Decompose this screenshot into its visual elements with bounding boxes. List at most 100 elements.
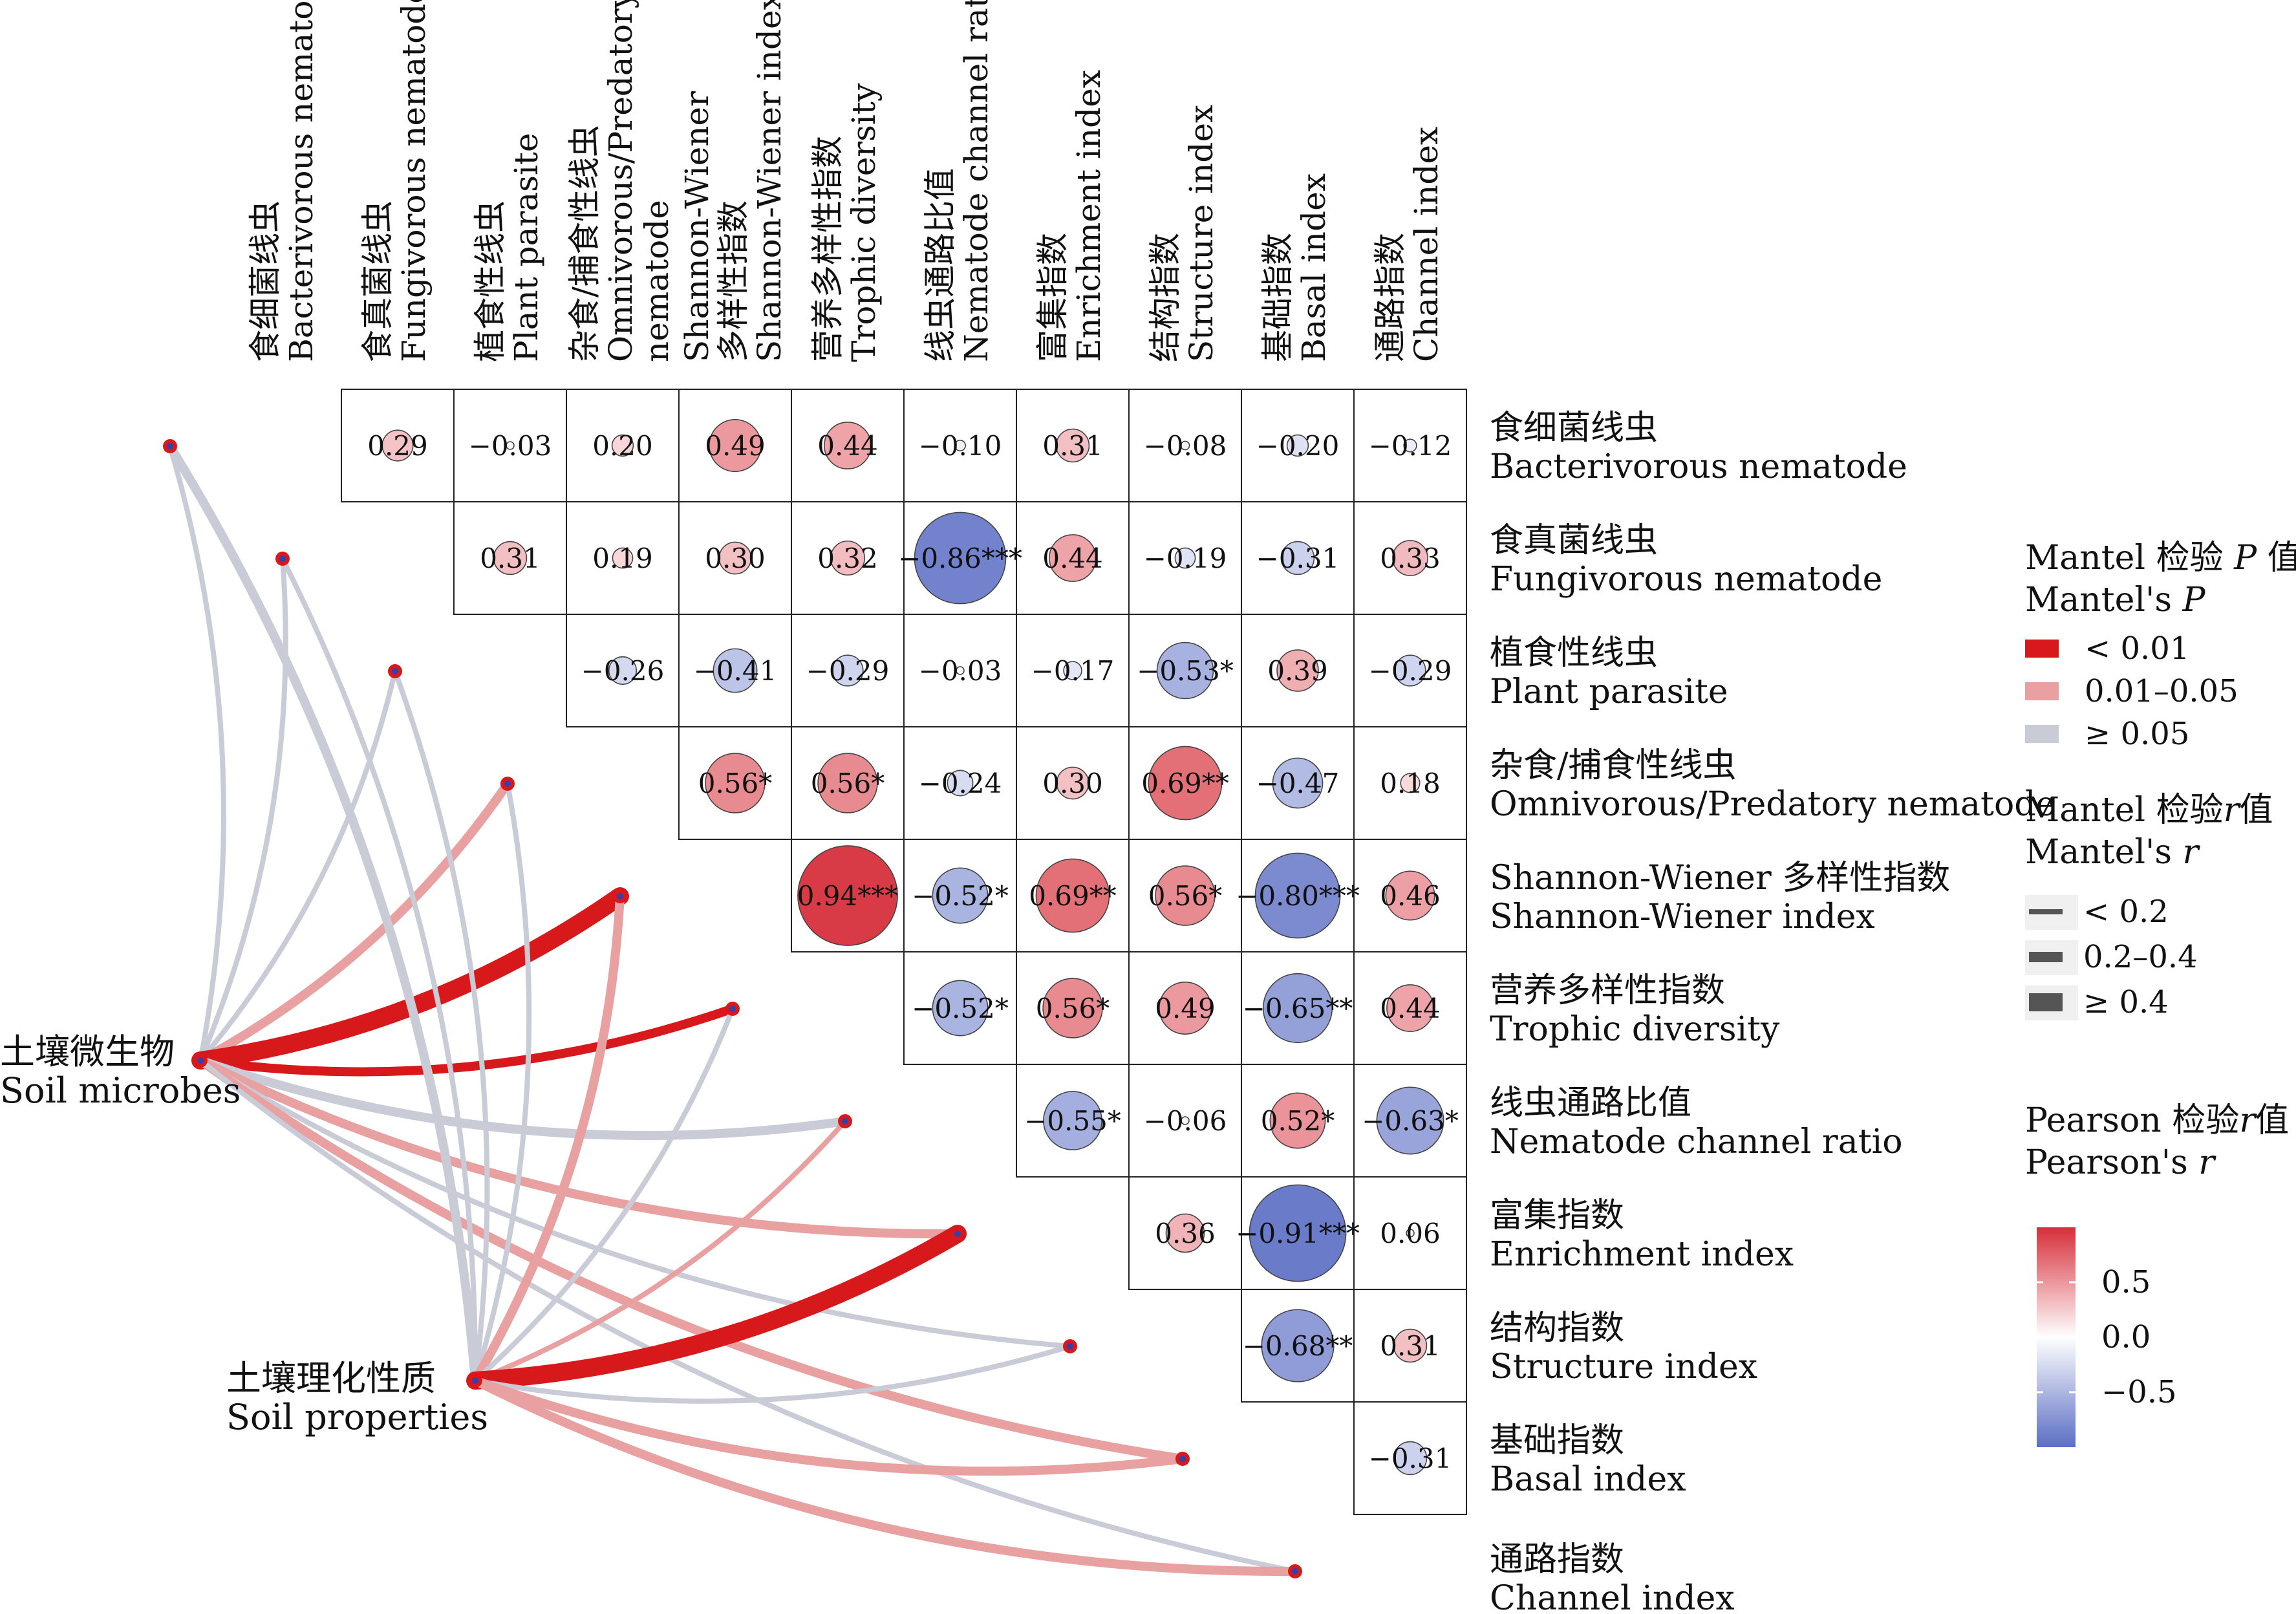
- column-label: Plant parasite: [508, 133, 545, 363]
- correlation-value: −0.03: [469, 430, 552, 462]
- target-node-core: [842, 1118, 848, 1124]
- correlation-circle: [914, 511, 1007, 605]
- correlation-value: 0.56*: [811, 768, 885, 799]
- correlation-value: 0.32: [817, 543, 878, 574]
- source-label-zh: 土壤理化性质: [226, 1358, 436, 1399]
- correlation-circle: [1286, 434, 1309, 457]
- column-label: nematode: [638, 200, 676, 362]
- correlation-circle: [1156, 641, 1214, 700]
- correlation-value: −0.03: [919, 655, 1002, 687]
- correlation-circle: [817, 753, 878, 813]
- correlation-circle: [1392, 540, 1428, 576]
- mantel-link: [473, 781, 532, 1383]
- source-label-en: Soil microbes: [0, 1070, 241, 1111]
- correlation-value: −0.29: [1369, 655, 1452, 687]
- correlation-circle: [1055, 428, 1090, 463]
- column-label: Channel index: [1408, 127, 1445, 362]
- correlation-value: 0.49: [705, 430, 766, 462]
- row-label-en: Trophic diversity: [1490, 1010, 1780, 1049]
- correlation-value: −0.10: [919, 430, 1002, 462]
- mantel-link: [466, 1225, 967, 1390]
- row-label-en: Basal index: [1490, 1460, 1686, 1499]
- source-label-en: Soil properties: [226, 1397, 488, 1437]
- correlation-circle: [830, 540, 866, 576]
- row-label-zh: 富集指数: [1490, 1196, 1624, 1235]
- mantel-link: [196, 1056, 962, 1239]
- correlation-grid: [341, 389, 1467, 1515]
- legend-r-title-zh: Mantel 检验r值: [2025, 791, 2273, 830]
- correlation-circle: [1261, 1309, 1335, 1383]
- correlation-value: 0.18: [1380, 768, 1441, 799]
- mantel-link: [191, 887, 629, 1070]
- legend-r-swatch: [2029, 952, 2063, 962]
- mantel-link: [196, 1056, 1187, 1463]
- row-label-zh: 植食性线虫: [1490, 634, 1658, 672]
- correlation-circle: [1406, 1229, 1415, 1238]
- legend-r-title-en: Mantel's r: [2025, 833, 2201, 872]
- legend-r-label: 0.2–0.4: [2083, 939, 2198, 975]
- correlation-value: 0.56*: [698, 768, 773, 799]
- row-label-zh: 基础指数: [1490, 1421, 1624, 1460]
- column-label: Shannon-Wiener index: [751, 0, 788, 362]
- correlation-circle: [1393, 1328, 1428, 1363]
- legend-p-swatch: [2025, 640, 2059, 658]
- correlation-circle: [1385, 870, 1435, 921]
- row-label-zh: 杂食/捕食性线虫: [1490, 746, 1737, 785]
- correlation-value: 0.56*: [1036, 993, 1110, 1024]
- row-label-en: Fungivorous nematode: [1490, 560, 1882, 599]
- column-label: 食细菌线虫: [246, 200, 284, 362]
- legend-pearson-title-zh: Pearson 检验r值: [2025, 1101, 2289, 1140]
- row-label-zh: 食细菌线虫: [1490, 409, 1658, 447]
- target-node-core: [617, 893, 623, 899]
- legend-pearson-title-en: Pearson's r: [2025, 1143, 2216, 1182]
- correlation-circle: [1174, 547, 1196, 569]
- correlation-value: −0.20: [1256, 430, 1340, 462]
- correlation-circle: [1393, 1441, 1428, 1476]
- correlation-value: 0.46: [1380, 880, 1441, 912]
- correlation-value: 0.31: [480, 543, 541, 574]
- correlation-value: −0.55*: [1024, 1105, 1121, 1137]
- mantel-link: [167, 444, 226, 1063]
- correlation-circle: [947, 769, 974, 797]
- correlation-value: −0.47: [1256, 768, 1340, 799]
- column-label: 基础指数: [1259, 233, 1296, 362]
- mantel-link: [196, 1004, 737, 1077]
- mantel-link: [198, 556, 288, 1063]
- correlation-circle: [1403, 438, 1417, 453]
- column-label: 食真菌线虫: [359, 200, 396, 362]
- mantel-link: [280, 556, 478, 1383]
- correlation-circle: [1254, 852, 1341, 939]
- target-node-core: [392, 668, 398, 674]
- column-label: 多样性指数: [714, 200, 752, 362]
- source-node-core: [197, 1057, 204, 1064]
- target-node-core: [1067, 1343, 1073, 1350]
- column-label: 结构指数: [1146, 233, 1184, 362]
- correlation-circle: [1180, 440, 1190, 451]
- correlation-circle: [493, 541, 528, 576]
- mantel-link: [473, 1006, 735, 1383]
- row-label-en: Plant parasite: [1490, 672, 1728, 711]
- column-label: 通路指数: [1371, 233, 1409, 362]
- correlation-circle: [1394, 654, 1426, 687]
- column-label: 杂食/捕食性线虫: [566, 125, 603, 362]
- legend-r-label: ≥ 0.4: [2083, 984, 2169, 1020]
- mantel-link: [473, 1344, 1073, 1404]
- column-label: 线虫通路比值: [921, 168, 959, 362]
- column-label: Basal index: [1295, 173, 1333, 362]
- target-node-core: [1292, 1568, 1298, 1575]
- correlation-circle: [1155, 865, 1216, 926]
- correlation-circle: [824, 422, 872, 469]
- correlation-value: 0.52*: [1261, 1105, 1335, 1137]
- correlation-value: 0.44: [1380, 993, 1441, 1024]
- column-label: 富集指数: [1034, 233, 1071, 362]
- correlation-circle: [1386, 984, 1434, 1032]
- mantel-link: [196, 1056, 850, 1141]
- column-label: Structure index: [1183, 105, 1220, 362]
- mantel-link: [392, 669, 490, 1383]
- correlation-value: 0.44: [817, 430, 878, 462]
- mantel-links: [166, 442, 1300, 1576]
- row-label-en: Channel index: [1490, 1579, 1735, 1614]
- correlation-value: −0.29: [806, 655, 890, 687]
- legend-p-title-en: Mantel's P: [2025, 581, 2206, 619]
